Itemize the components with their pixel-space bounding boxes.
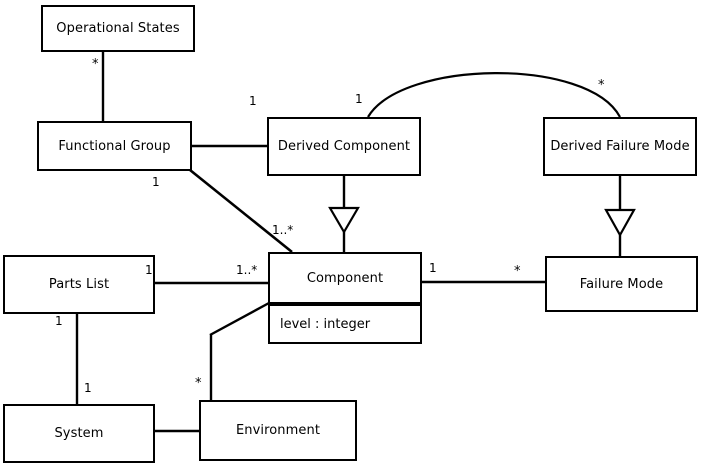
- class-name-derived-failure-mode: Derived Failure Mode: [550, 139, 690, 154]
- class-box-operational-states[interactable]: Operational States: [41, 5, 195, 52]
- class-box-functional-group[interactable]: Functional Group: [37, 121, 192, 171]
- class-box-failure-mode[interactable]: Failure Mode: [545, 256, 698, 312]
- edge-functional-group-component: [189, 168, 293, 254]
- multiplicity-environment-component: *: [195, 376, 202, 391]
- class-box-system[interactable]: System: [3, 404, 155, 463]
- generalization-triangle-component: [328, 206, 360, 235]
- multiplicity-component-functional-group: 1..*: [272, 223, 294, 237]
- class-box-parts-list[interactable]: Parts List: [3, 255, 155, 314]
- multiplicity-operational-states-functional-group: *: [92, 57, 99, 72]
- edge-derived-component-derived-failure-mode: [367, 72, 621, 118]
- edge-environment-component-diagonal: [209, 301, 270, 337]
- multiplicity-derived-failure-mode-derived-component: 1: [355, 92, 363, 106]
- multiplicity-component-failure-mode: 1: [429, 261, 437, 275]
- class-box-derived-component[interactable]: Derived Component: [267, 117, 421, 176]
- class-name-component: Component: [306, 270, 384, 286]
- class-name-failure-mode: Failure Mode: [579, 276, 664, 292]
- class-name-functional-group: Functional Group: [58, 138, 171, 154]
- class-name-operational-states: Operational States: [56, 21, 180, 36]
- multiplicity-component-parts-list: 1..*: [236, 263, 258, 277]
- multiplicity-functional-group-derived-component: 1: [249, 94, 257, 108]
- multiplicity-functional-group-component: 1: [152, 175, 160, 189]
- class-name-system: System: [54, 426, 104, 441]
- multiplicity-parts-list-component: 1: [145, 263, 153, 277]
- class-box-component[interactable]: Component: [268, 252, 422, 304]
- class-name-derived-component: Derived Component: [277, 139, 411, 154]
- class-attributes-component[interactable]: level : integer: [268, 304, 422, 344]
- class-name-parts-list: Parts List: [48, 277, 110, 292]
- multiplicity-parts-list-system: 1: [55, 314, 63, 328]
- class-box-environment[interactable]: Environment: [199, 400, 357, 461]
- multiplicity-system-parts-list: 1: [84, 381, 92, 395]
- class-box-derived-failure-mode[interactable]: Derived Failure Mode: [543, 117, 697, 176]
- class-attribute-level: level : integer: [280, 316, 371, 332]
- multiplicity-failure-mode-component: *: [514, 264, 521, 279]
- multiplicity-derived-component-derived-failure-mode: *: [598, 78, 605, 93]
- generalization-triangle-failure-mode: [604, 208, 636, 238]
- class-name-environment: Environment: [235, 423, 321, 438]
